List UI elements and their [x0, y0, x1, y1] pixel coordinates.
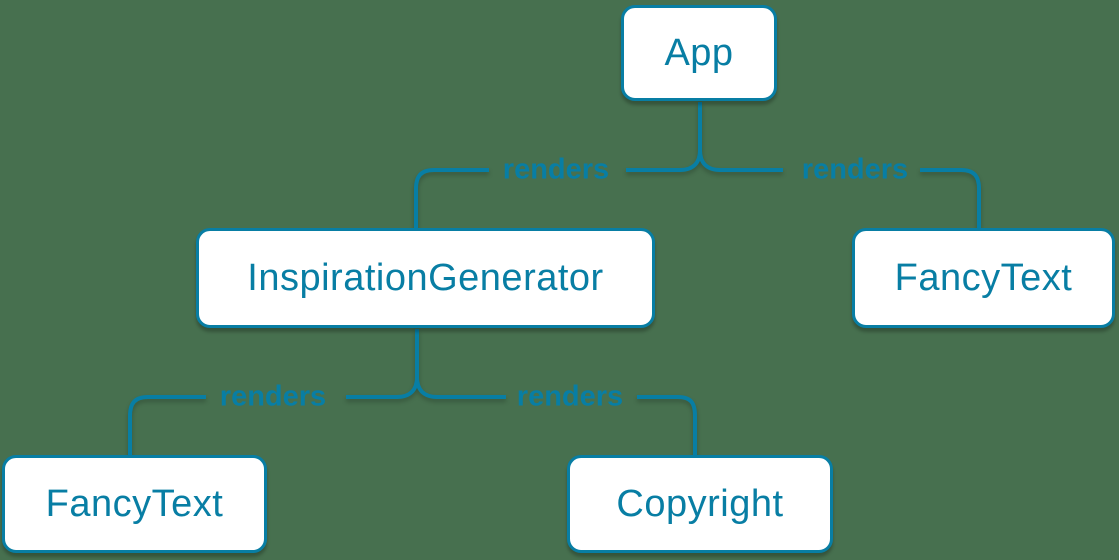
node-fancytext-bottom: FancyText	[2, 455, 267, 553]
edge-label-renders-app-inspiration: renders	[502, 153, 610, 186]
node-fancytext-bottom-label: FancyText	[45, 482, 224, 525]
node-app: App	[621, 5, 777, 101]
edge-app-to-inspiration-line-a	[626, 149, 702, 172]
edge-inspiration-to-copyright-line-a	[415, 376, 506, 399]
edge-app-to-inspiration-line-b	[414, 168, 489, 230]
node-inspiration-generator: InspirationGenerator	[196, 228, 655, 328]
edge-app-to-fancytext-line-b	[920, 168, 981, 230]
node-app-label: App	[664, 31, 734, 74]
edge-label-renders-inspiration-copyright: renders	[516, 380, 624, 413]
edge-inspiration-to-fancytext-line-a	[346, 376, 419, 399]
edge-label-renders-inspiration-fancytext: renders	[219, 380, 327, 413]
node-fancytext-top-label: FancyText	[894, 256, 1073, 299]
edge-inspiration-to-copyright-line-b	[637, 395, 697, 457]
node-copyright-label: Copyright	[616, 482, 784, 525]
edge-label-renders-app-fancytext: renders	[801, 153, 909, 186]
node-fancytext-top: FancyText	[852, 228, 1115, 328]
node-copyright: Copyright	[567, 455, 833, 553]
edge-inspiration-to-fancytext-line-b	[128, 395, 206, 457]
node-inspiration-generator-label: InspirationGenerator	[247, 256, 604, 299]
edge-app-to-fancytext-line-a	[698, 149, 783, 172]
